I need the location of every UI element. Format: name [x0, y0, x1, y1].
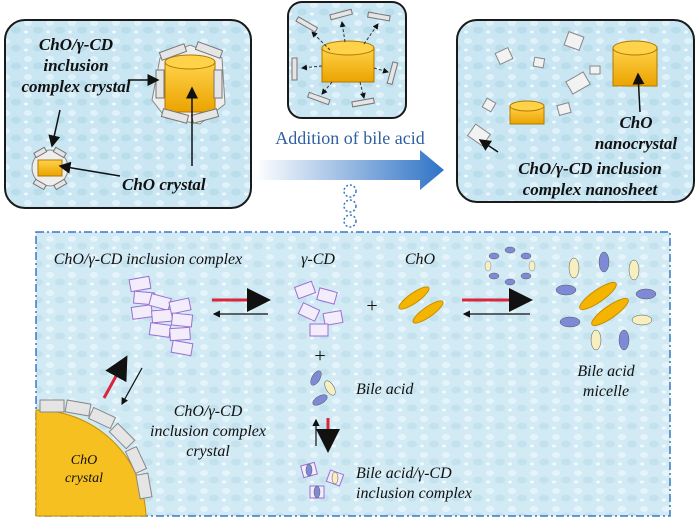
label-detail-crystal-2: inclusion complex [150, 423, 266, 440]
zoom-connector [343, 184, 357, 228]
label-complex-crystal-3: complex crystal [21, 77, 130, 96]
label-nanosheet-2: complex nanosheet [523, 180, 659, 199]
label-cho-crystal: ChO crystal [122, 175, 206, 194]
label-cho: ChO [405, 251, 436, 268]
label-cho-nano-2: nanocrystal [595, 134, 677, 153]
label-micelle-1: Bile acid [577, 363, 635, 380]
plus-sign-1: + [366, 295, 377, 317]
label-bile-acid: Bile acid [356, 381, 414, 398]
cho-crystal-corner [35, 399, 153, 517]
label-cho-crystal-corner-2: crystal [65, 471, 103, 486]
cho-group [398, 286, 444, 324]
label-detail-crystal-3: crystal [186, 443, 230, 460]
label-detail-crystal-1: ChO/γ-CD [174, 403, 243, 420]
panel-complex-crystal: ChO/γ-CD inclusion complex crystal ChO c… [4, 19, 252, 209]
plus-sign-2: + [314, 345, 325, 367]
bile-micelle [555, 251, 657, 351]
stacked-complex [128, 275, 194, 357]
label-complex-crystal-2: inclusion [43, 56, 108, 75]
label-cho-nano-1: ChO [619, 113, 652, 132]
label-bile-gcd-1: Bile acid/γ-CD [356, 465, 452, 482]
bile-gcd-complex [300, 461, 345, 499]
arrow-label: Addition of bile acid [275, 128, 424, 148]
panel-nanocrystal: ChO nanocrystal ChO/γ-CD inclusion compl… [456, 19, 695, 203]
label-nanosheet-1: ChO/γ-CD inclusion [518, 159, 662, 178]
small-micelle-icon [484, 246, 536, 286]
panel-mechanism: ChO/γ-CD inclusion complex γ-CD + ChO [35, 231, 671, 517]
small-crystal [31, 146, 69, 191]
label-bile-gcd-2: inclusion complex [356, 485, 472, 502]
label-gamma-cd: γ-CD [301, 251, 335, 268]
label-complex-crystal-1: ChO/γ-CD [39, 35, 113, 54]
label-cho-crystal-corner-1: ChO [71, 453, 97, 468]
panel-dispersed [287, 1, 407, 119]
addition-arrow: Addition of bile acid [255, 128, 444, 190]
label-micelle-2: micelle [583, 383, 629, 400]
large-crystal [151, 41, 226, 125]
label-inclusion-complex: ChO/γ-CD inclusion complex [54, 251, 243, 268]
bile-acid-molecules [310, 370, 336, 406]
gamma-cd-group [293, 280, 344, 337]
